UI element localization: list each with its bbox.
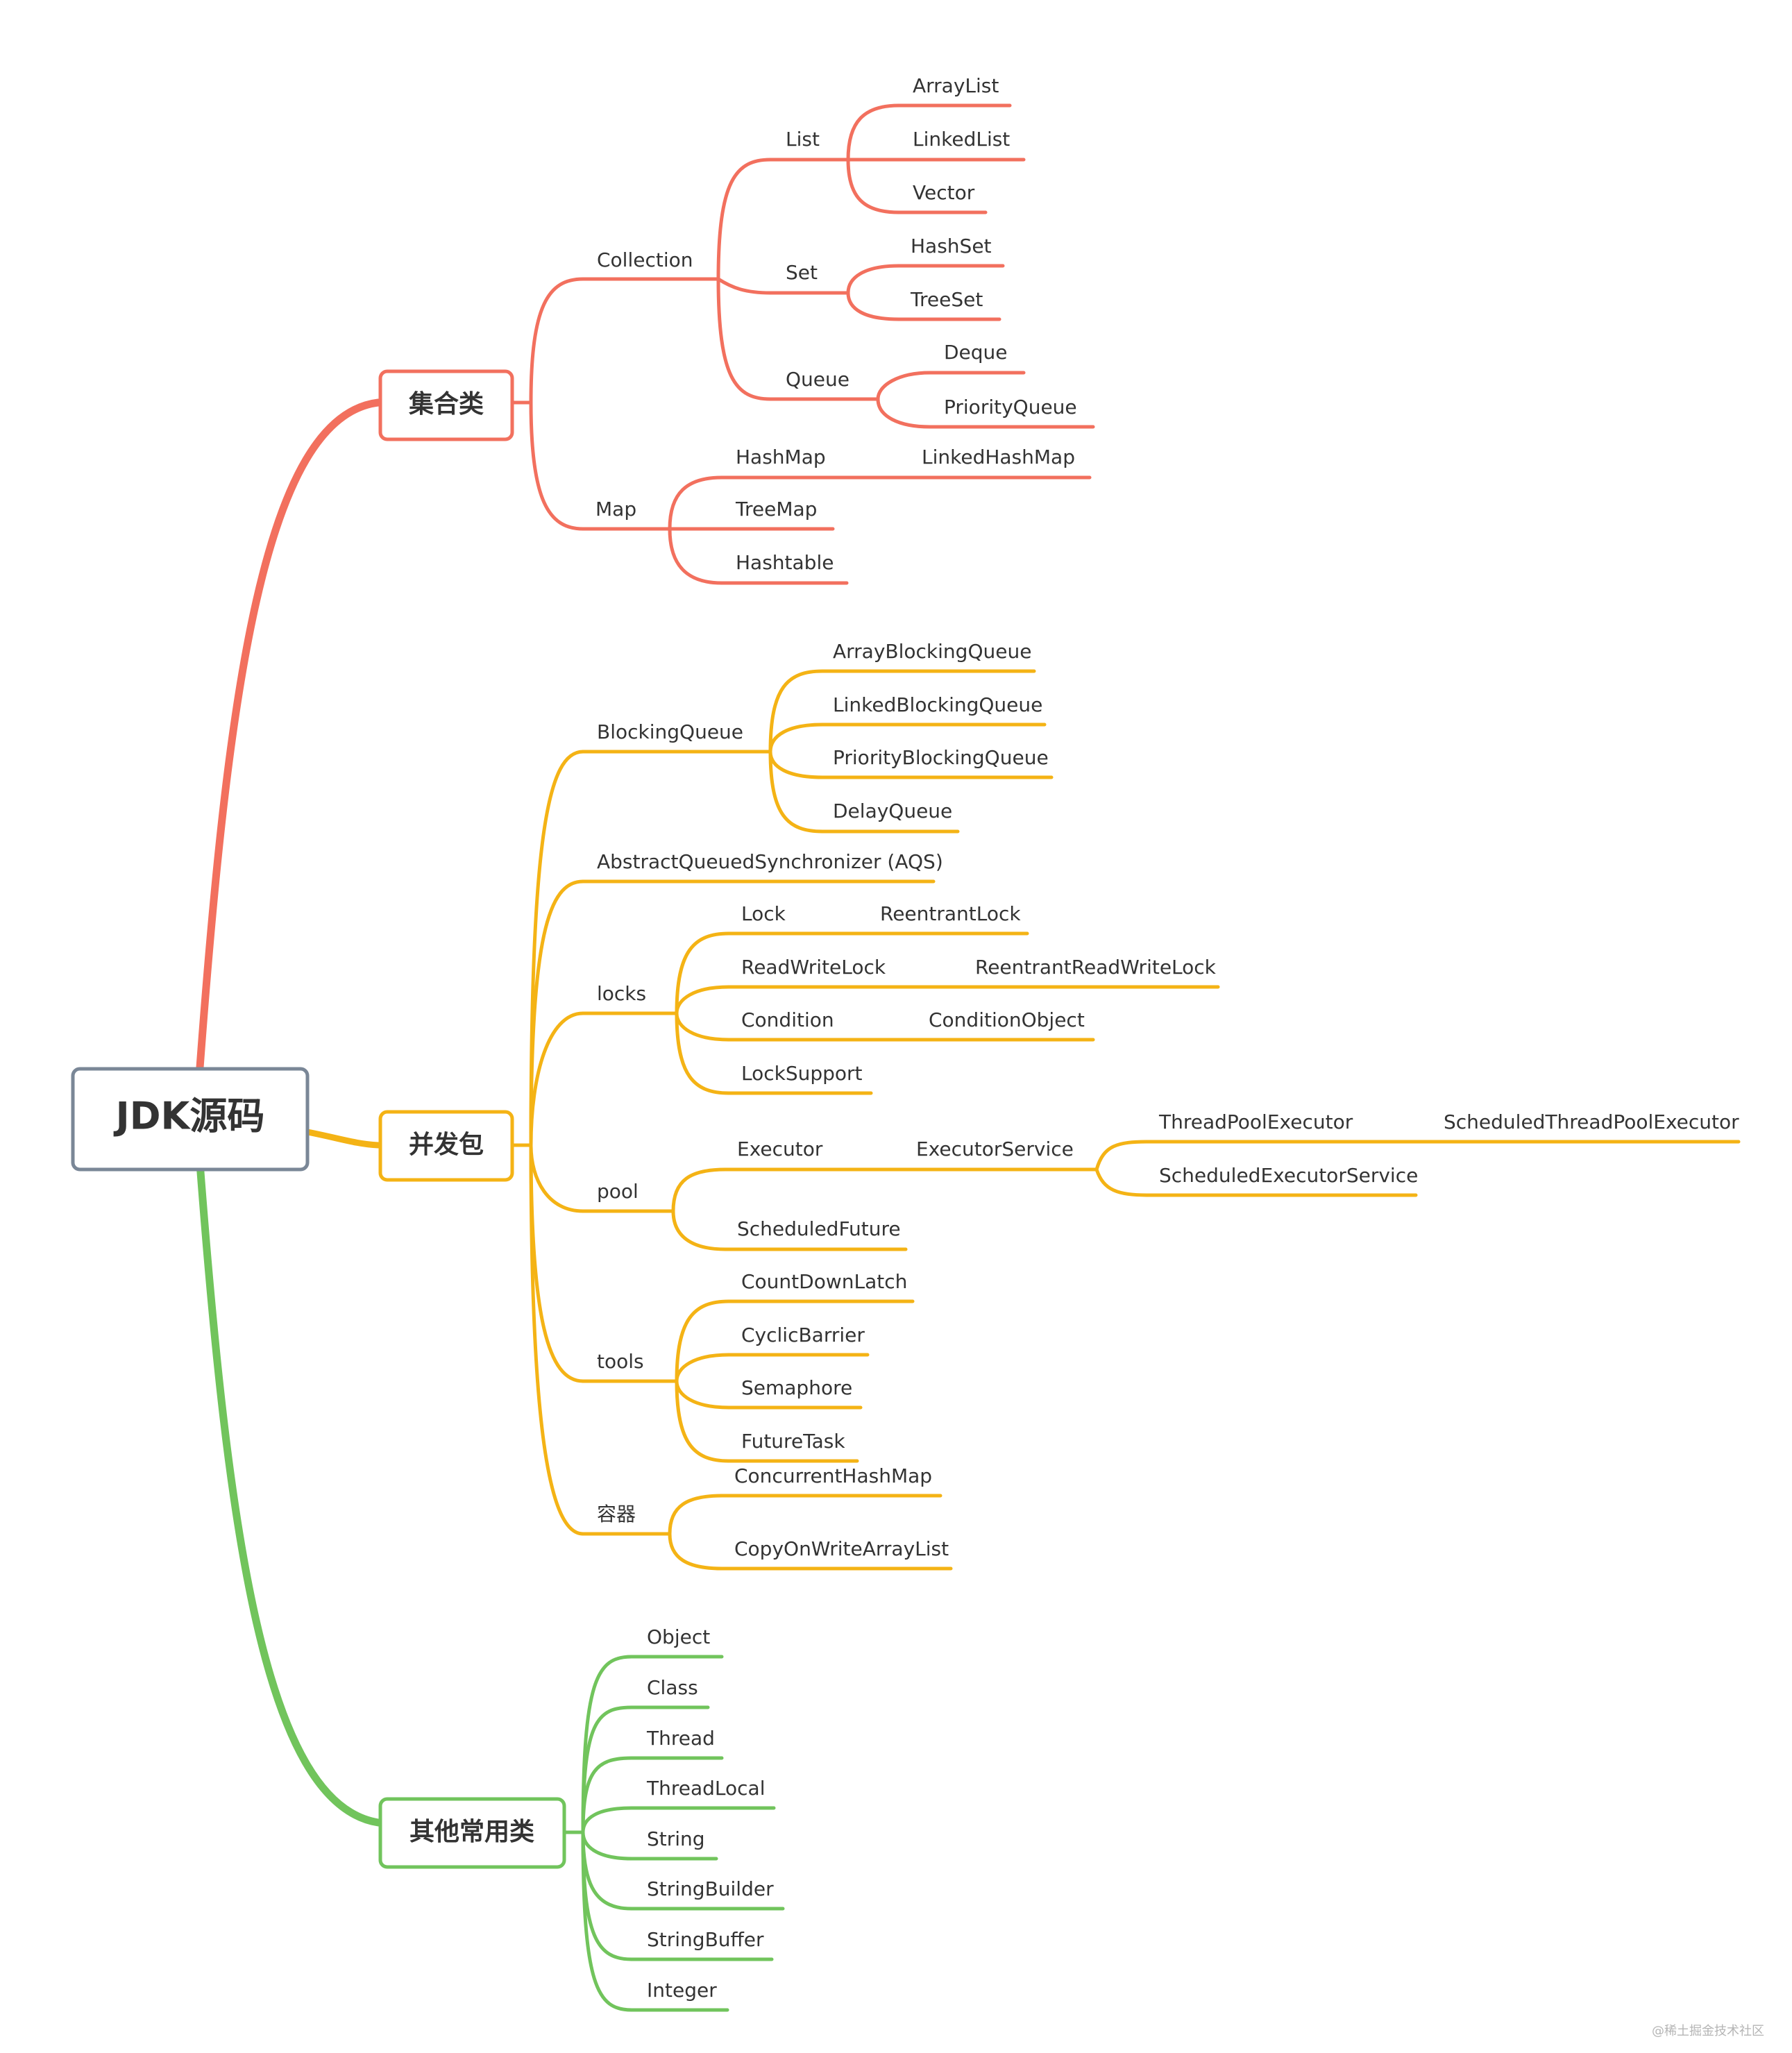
trunk-concurrent (301, 1128, 382, 1149)
node-scheduledfuture[interactable]: ScheduledFuture (737, 1217, 901, 1240)
node-hashmap[interactable]: HashMap (736, 446, 826, 468)
node-containers[interactable]: 容器 (597, 1503, 636, 1526)
watermark: @稀土掘金技术社区 (1652, 2024, 1764, 2038)
node-priorityblockingqueue[interactable]: PriorityBlockingQueue (833, 746, 1049, 769)
node-priorityqueue[interactable]: PriorityQueue (944, 396, 1077, 419)
branch-concurrent-label: 并发包 (409, 1131, 484, 1159)
node-executorservice[interactable]: ExecutorService (916, 1138, 1074, 1160)
node-vector[interactable]: Vector (913, 181, 975, 204)
branch-concurrent-box[interactable] (378, 1110, 514, 1182)
concurrent-lines (507, 669, 1741, 1571)
root-node-label: JDK源码 (113, 1095, 265, 1138)
node-reentrantreadwritelock[interactable]: ReentrantReadWriteLock (975, 956, 1217, 979)
node-queue[interactable]: Queue (786, 368, 849, 391)
node-integer[interactable]: Integer (647, 1979, 717, 2002)
node-hashtable[interactable]: Hashtable (736, 551, 834, 574)
node-arrayblockingqueue[interactable]: ArrayBlockingQueue (833, 640, 1031, 663)
node-stringbuilder[interactable]: StringBuilder (647, 1877, 774, 1900)
trunk-others (196, 1159, 382, 1827)
node-linkedhashmap[interactable]: LinkedHashMap (922, 446, 1075, 468)
node-concurrenthashmap[interactable]: ConcurrentHashMap (734, 1464, 932, 1487)
node-string[interactable]: String (647, 1827, 705, 1850)
node-conditionobject[interactable]: ConditionObject (929, 1008, 1085, 1031)
branch-others-label: 其他常用类 (409, 1818, 534, 1846)
node-condition[interactable]: Condition (741, 1008, 834, 1031)
node-tools[interactable]: tools (597, 1350, 644, 1373)
node-treeset[interactable]: TreeSet (910, 288, 983, 311)
node-pool[interactable]: pool (597, 1180, 639, 1203)
node-delayqueue[interactable]: DelayQueue (833, 800, 952, 822)
root-node-box[interactable] (71, 1067, 310, 1172)
node-class[interactable]: Class (647, 1676, 698, 1699)
node-executor[interactable]: Executor (737, 1138, 823, 1160)
node-linkedblockingqueue[interactable]: LinkedBlockingQueue (833, 693, 1042, 716)
node-blockingqueue[interactable]: BlockingQueue (597, 720, 743, 743)
collections-labels: Collection List ArrayList LinkedList Vec… (595, 74, 1077, 574)
node-semaphore[interactable]: Semaphore (741, 1376, 852, 1399)
node-locksupport[interactable]: LockSupport (741, 1062, 863, 1085)
node-threadpoolexecutor[interactable]: ThreadPoolExecutor (1158, 1110, 1353, 1133)
node-scheduledthreadpoolexecutor[interactable]: ScheduledThreadPoolExecutor (1444, 1110, 1739, 1133)
node-list[interactable]: List (786, 128, 820, 151)
node-countdownlatch[interactable]: CountDownLatch (741, 1270, 907, 1293)
node-lock[interactable]: Lock (741, 902, 786, 925)
others-labels: Object Class Thread ThreadLocal String S… (646, 1625, 774, 2002)
concurrent-labels: BlockingQueue ArrayBlockingQueue LinkedB… (597, 640, 1739, 1560)
node-deque[interactable]: Deque (944, 341, 1008, 364)
node-object[interactable]: Object (647, 1625, 710, 1648)
node-locks[interactable]: locks (597, 982, 646, 1005)
node-readwritelock[interactable]: ReadWriteLock (741, 956, 886, 979)
node-thread[interactable]: Thread (646, 1727, 715, 1750)
node-stringbuffer[interactable]: StringBuffer (647, 1928, 764, 1951)
node-cyclicbarrier[interactable]: CyclicBarrier (741, 1324, 865, 1346)
node-threadlocal[interactable]: ThreadLocal (646, 1777, 765, 1800)
node-linkedlist[interactable]: LinkedList (913, 128, 1010, 151)
node-map[interactable]: Map (595, 498, 636, 521)
branch-others-box[interactable] (378, 1797, 566, 1869)
node-aqs[interactable]: AbstractQueuedSynchronizer (AQS) (597, 850, 943, 873)
node-scheduledexecutorservice[interactable]: ScheduledExecutorService (1159, 1164, 1418, 1187)
node-arraylist[interactable]: ArrayList (913, 74, 999, 97)
branch-collections-box[interactable] (378, 369, 514, 441)
node-reentrantlock[interactable]: ReentrantLock (880, 902, 1021, 925)
node-treemap[interactable]: TreeMap (735, 498, 817, 521)
others-lines (562, 1655, 785, 2012)
node-collection[interactable]: Collection (597, 248, 693, 271)
node-set[interactable]: Set (786, 261, 818, 284)
node-copyonwritearraylist[interactable]: CopyOnWriteArrayList (734, 1537, 949, 1560)
node-futuretask[interactable]: FutureTask (741, 1430, 845, 1453)
branch-collections-label: 集合类 (408, 390, 484, 419)
collections-lines (507, 103, 1095, 585)
trunk-collections (196, 398, 382, 1072)
node-hashset[interactable]: HashSet (911, 235, 992, 257)
